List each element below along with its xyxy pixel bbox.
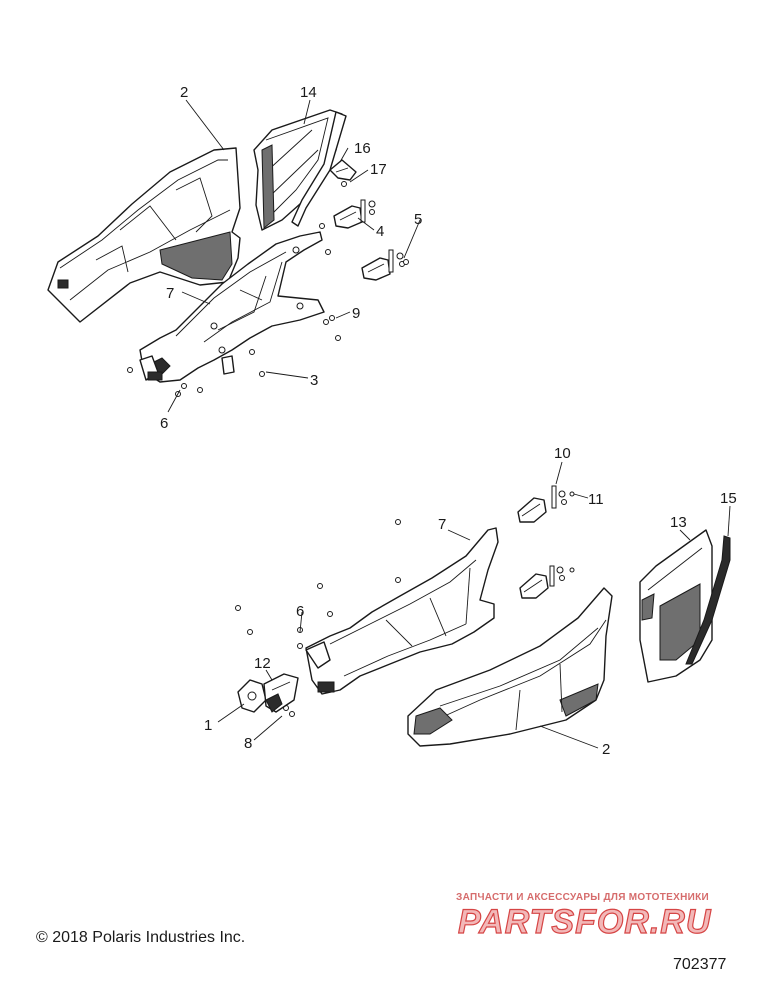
callout-7-upper: 7 [166, 285, 174, 302]
callout-4: 4 [376, 223, 384, 240]
watermark-tagline: ЗАПЧАСТИ И АКСЕССУАРЫ ДЛЯ МОТОТЕХНИКИ [456, 892, 709, 903]
callout-17: 17 [370, 161, 387, 178]
callout-2-upper: 2 [180, 84, 188, 101]
callout-3: 3 [310, 372, 318, 389]
door-frame-lower [305, 527, 499, 695]
leader-lines [167, 99, 731, 749]
callout-1: 1 [204, 717, 212, 734]
callout-2-lower: 2 [602, 741, 610, 758]
callout-10: 10 [554, 445, 571, 462]
callout-11: 11 [588, 491, 604, 508]
screw-17 [341, 181, 347, 187]
hinge-4 [333, 199, 376, 229]
callout-8: 8 [244, 735, 252, 752]
hinge-bracket-10 [517, 485, 575, 523]
upper-hardware [127, 223, 409, 397]
hinge-5 [361, 249, 405, 281]
callout-9: 9 [352, 305, 360, 322]
seal-strip-15 [685, 535, 731, 665]
callout-15: 15 [720, 490, 737, 507]
callout-6-lower: 6 [296, 603, 304, 620]
door-frame-upper [139, 231, 325, 383]
door-panel-lower [407, 587, 613, 747]
latch-plate-12 [263, 673, 299, 713]
copyright-text: © 2018 Polaris Industries Inc. [36, 929, 246, 946]
callout-16: 16 [354, 140, 371, 157]
clip-16 [329, 159, 357, 181]
door-panel-upper [47, 147, 241, 323]
callout-5: 5 [414, 211, 422, 228]
callout-12: 12 [254, 655, 271, 672]
watermark-logo: PARTSFOR.RU [457, 902, 712, 941]
callout-6-upper: 6 [160, 415, 168, 432]
hinge-bracket-lower [519, 565, 575, 599]
latch-1 [237, 679, 267, 713]
callout-14: 14 [300, 84, 317, 101]
window-net-frame [253, 109, 347, 231]
lower-hardware [235, 519, 401, 717]
door-insert-13 [639, 529, 713, 683]
callout-13: 13 [670, 514, 687, 531]
callout-7-lower: 7 [438, 516, 446, 533]
callout-labels: 2 14 16 17 4 5 7 9 3 6 10 11 7 13 15 6 1… [160, 84, 737, 758]
diagram-number: 702377 [673, 956, 727, 973]
